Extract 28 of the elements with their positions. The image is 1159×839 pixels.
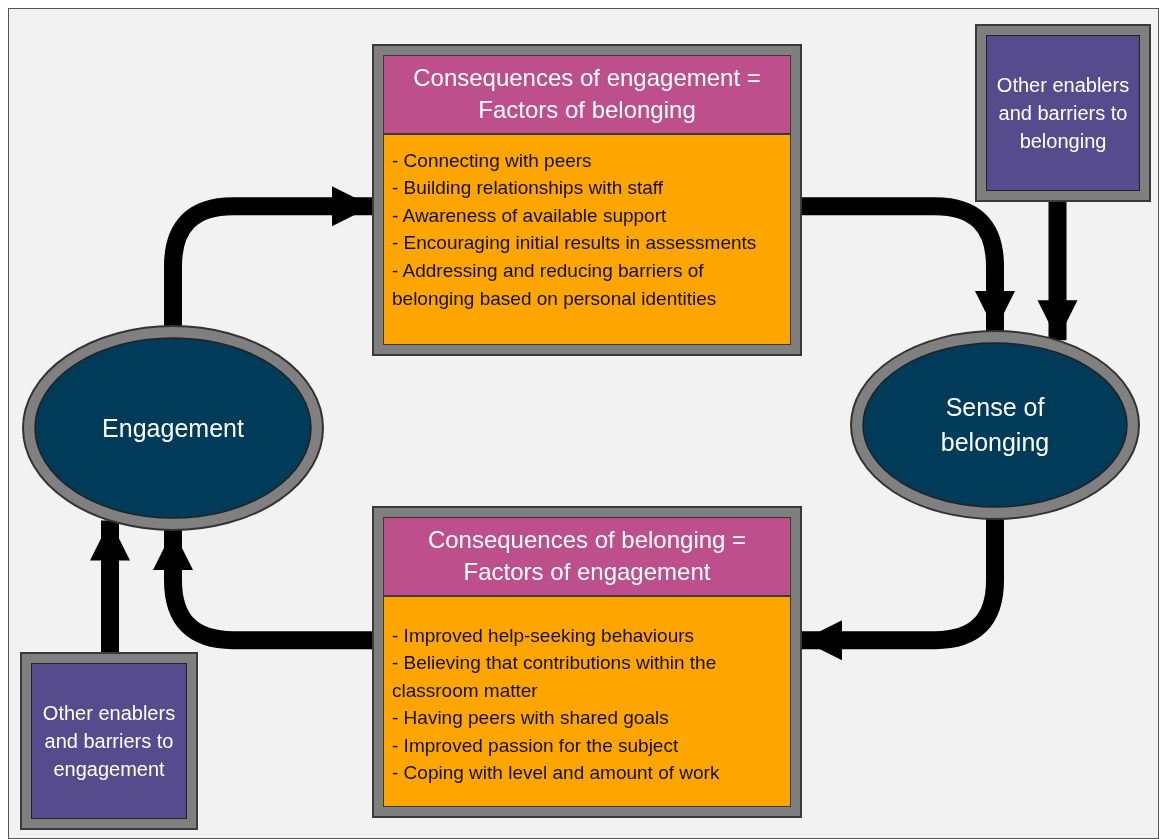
node-label: Other enablers and barriers to belonging xyxy=(995,73,1131,154)
list-item: - Encouraging initial results in assessments xyxy=(392,231,758,256)
list-item: - Believing that contributions within the classroom matter xyxy=(392,651,718,703)
flow-arrow xyxy=(164,186,372,326)
flow-arrow xyxy=(153,530,372,650)
flow-arrow xyxy=(1037,202,1078,341)
list-item: - Building relationships with staff xyxy=(392,176,665,201)
card-heading: Consequences of engagement = Factors of belonging xyxy=(383,55,791,134)
flow-arrow xyxy=(802,519,1004,661)
node-label: Other enablers and barriers to engagement xyxy=(41,701,177,782)
list-item: - Improved passion for the subject xyxy=(392,733,680,758)
factor-box xyxy=(975,24,1151,202)
node-label: Sense of belonging xyxy=(939,392,1051,458)
stage-ellipse xyxy=(850,330,1140,520)
list-item: - Awareness of available support xyxy=(392,203,668,228)
card-heading: Consequences of belonging = Factors of engagement xyxy=(383,517,791,596)
flow-arrow xyxy=(802,197,1015,331)
list-item: - Coping with level and amount of work xyxy=(392,761,721,786)
stage-ellipse xyxy=(22,325,324,531)
list-item: - Having peers with shared goals xyxy=(392,706,670,731)
info-card xyxy=(372,44,802,356)
node-label: Engagement xyxy=(102,412,244,444)
factor-box xyxy=(20,652,198,830)
list-item: - Connecting with peers xyxy=(392,148,593,173)
list-item: - Addressing and reducing barriers of belonging based on personal identities xyxy=(392,258,718,311)
list-item: - Improved help-seeking behaviours xyxy=(392,623,696,648)
info-card xyxy=(372,506,802,818)
flow-arrow xyxy=(90,520,130,652)
